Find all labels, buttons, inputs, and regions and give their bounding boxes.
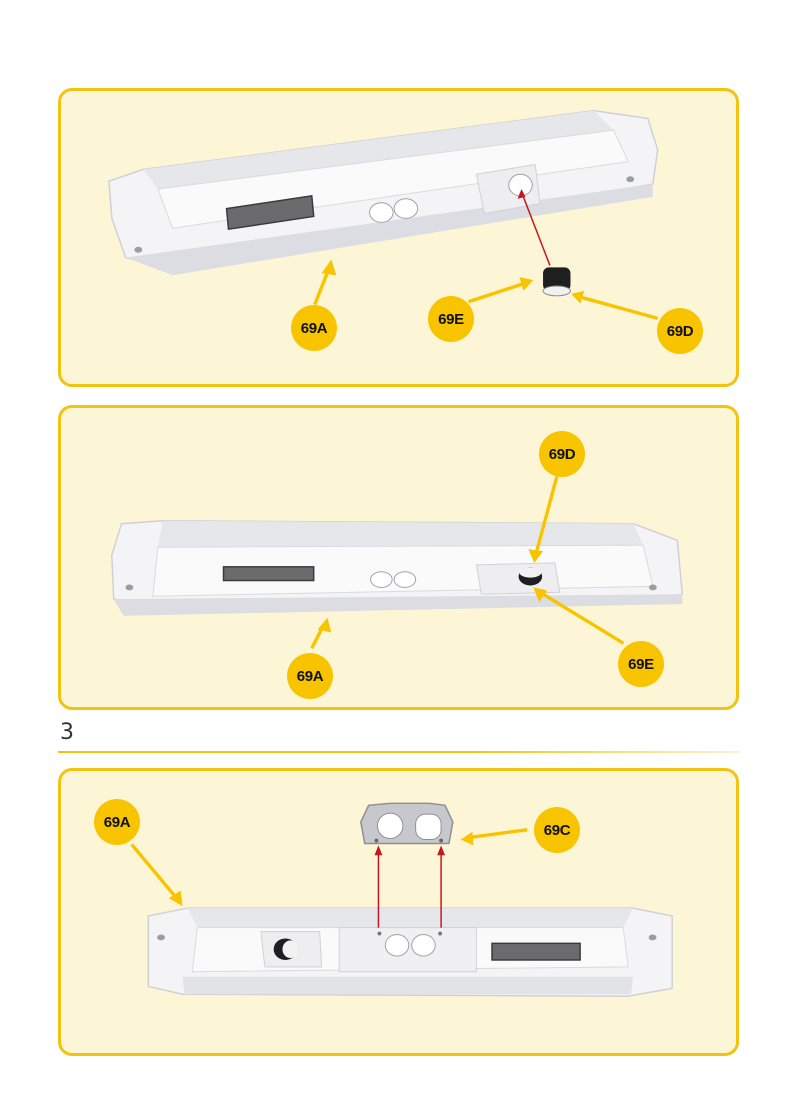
callout-arrows xyxy=(130,828,528,907)
callout-69c: 69C xyxy=(534,807,580,853)
assembly-panel-1: 69A 69E 69D xyxy=(58,88,739,387)
callout-69e: 69E xyxy=(428,296,474,342)
part-69d-render xyxy=(542,267,571,297)
callout-69d: 69D xyxy=(539,431,585,477)
callout-69d: 69D xyxy=(657,308,703,354)
step-divider xyxy=(58,751,740,753)
part-69a-render xyxy=(147,907,673,997)
callout-arrows xyxy=(313,259,659,320)
assembly-arrow xyxy=(520,191,551,266)
part-illustration-3 xyxy=(130,802,673,997)
part-illustration-2 xyxy=(111,476,684,649)
callout-arrows xyxy=(310,476,625,649)
part-illustration-1 xyxy=(108,109,659,320)
callout-69a: 69A xyxy=(94,799,140,845)
step-number: 3 xyxy=(60,720,74,745)
callout-69a: 69A xyxy=(291,305,337,351)
assembly-panel-3: 69A 69C xyxy=(58,768,739,1056)
callout-69a: 69A xyxy=(287,653,333,699)
part-69c-render xyxy=(360,802,454,845)
part-69a-render xyxy=(108,109,659,276)
callout-69e: 69E xyxy=(618,641,664,687)
part-69a-render xyxy=(111,520,684,616)
assembly-panel-2: 69D 69A 69E xyxy=(58,405,739,710)
assembly-arrows xyxy=(374,845,446,928)
